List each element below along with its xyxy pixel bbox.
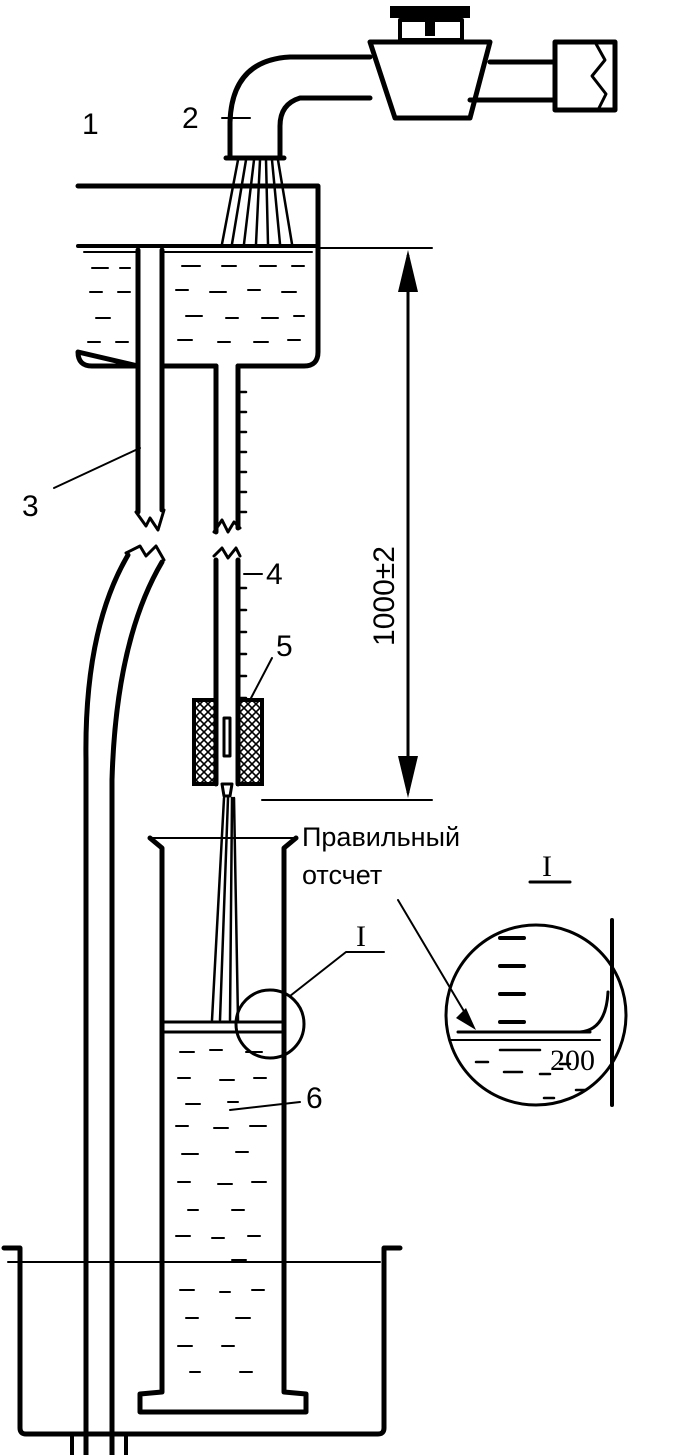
label-burette: 4 — [266, 558, 283, 591]
overflow-tube — [83, 247, 166, 1455]
detail-value: 200 — [550, 1044, 595, 1077]
measuring-cylinder — [137, 835, 309, 1415]
caption-line1: Правильный — [302, 822, 460, 852]
height-dimension — [261, 247, 433, 801]
meniscus-detail — [397, 880, 628, 1107]
tap-stream — [220, 158, 294, 246]
detail-title: I — [542, 850, 552, 883]
receiving-basin — [1, 1245, 403, 1455]
burette-holder — [192, 698, 264, 786]
dimension-label: 1000±2 — [368, 546, 401, 646]
label-overflow-tube: 3 — [22, 490, 39, 523]
label-holder: 5 — [276, 630, 293, 663]
constant-level-tank — [75, 183, 321, 369]
detail-marker — [234, 951, 385, 1060]
label-tank: 1 — [82, 108, 99, 141]
burette-stream — [210, 796, 240, 1022]
label-cylinder: 6 — [306, 1082, 323, 1115]
water-tap — [223, 6, 618, 161]
detail-marker-label: I — [356, 920, 366, 953]
label-tap: 2 — [182, 102, 199, 135]
caption-line2: отсчет — [302, 860, 382, 890]
leader-lines — [53, 117, 301, 1111]
